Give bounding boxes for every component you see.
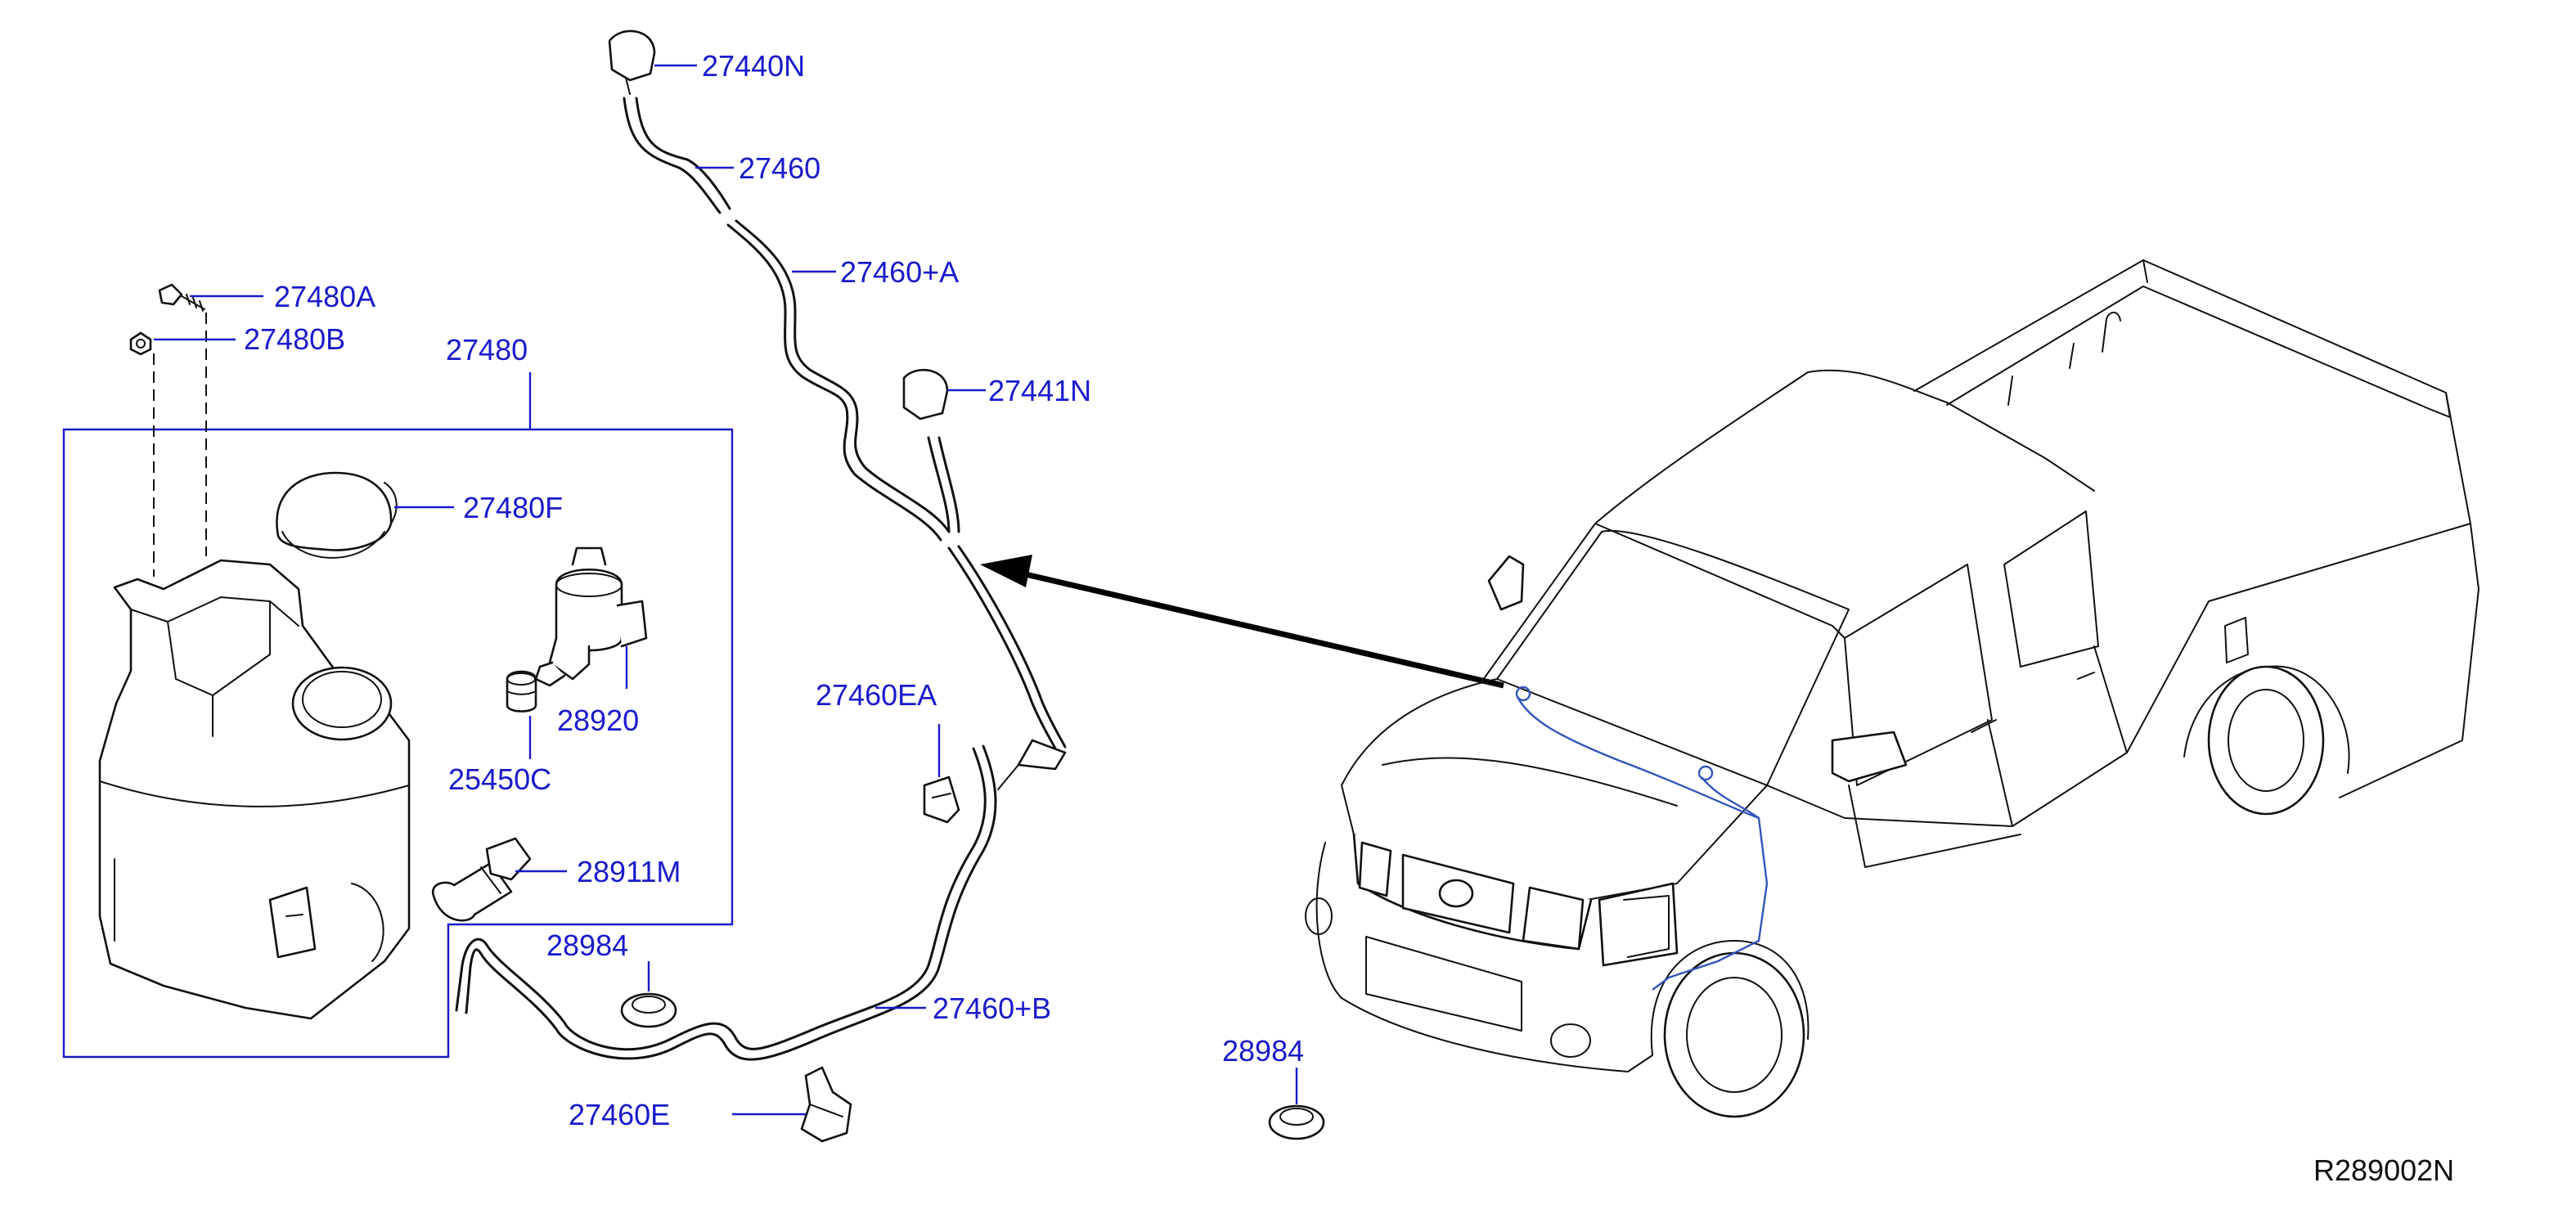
- grommet-28984-left: [620, 992, 677, 1028]
- label-25450c: 25450C: [448, 762, 551, 796]
- label-27460-a: 27460+A: [840, 255, 959, 289]
- assembly-group-box: [62, 428, 734, 1059]
- nut-27480b: [129, 331, 152, 356]
- label-27460-b: 27460+B: [933, 991, 1051, 1025]
- washer-pump-motor: [534, 546, 648, 687]
- reference-code: R289002N: [2313, 1153, 2454, 1187]
- label-27441n: 27441N: [988, 374, 1091, 407]
- label-27480b: 27480B: [244, 322, 345, 356]
- label-27460: 27460: [739, 151, 820, 185]
- grommet-28984-right: [1268, 1104, 1325, 1140]
- hose-clip-27460e: [800, 1066, 852, 1143]
- washer-nozzle-27440n: [608, 29, 656, 95]
- label-27480f: 27480F: [463, 491, 563, 524]
- label-27440n: 27440N: [702, 49, 805, 83]
- reservoir-cap: [276, 471, 398, 559]
- label-27460ea: 27460EA: [816, 678, 937, 712]
- pump-grommet: [506, 670, 537, 713]
- label-27460e: 27460E: [569, 1098, 670, 1131]
- label-28920: 28920: [557, 704, 639, 737]
- washer-nozzle-27441n: [902, 368, 949, 420]
- label-28984-right: 28984: [1222, 1034, 1304, 1068]
- washer-tank: [98, 559, 411, 1020]
- label-28911m: 28911M: [577, 855, 681, 888]
- bolt-27480a: [158, 283, 205, 312]
- location-arrow-head: [980, 555, 1032, 587]
- pickup-truck: [1305, 259, 2479, 1118]
- hose-clip-27460ea: [923, 776, 960, 824]
- washer-hose-routing: [455, 97, 1067, 1061]
- label-27480: 27480: [446, 333, 528, 366]
- level-sensor: [431, 837, 532, 922]
- location-arrow-line: [1018, 569, 1504, 689]
- label-28984-left: 28984: [546, 928, 628, 962]
- label-27480a: 27480A: [274, 280, 375, 313]
